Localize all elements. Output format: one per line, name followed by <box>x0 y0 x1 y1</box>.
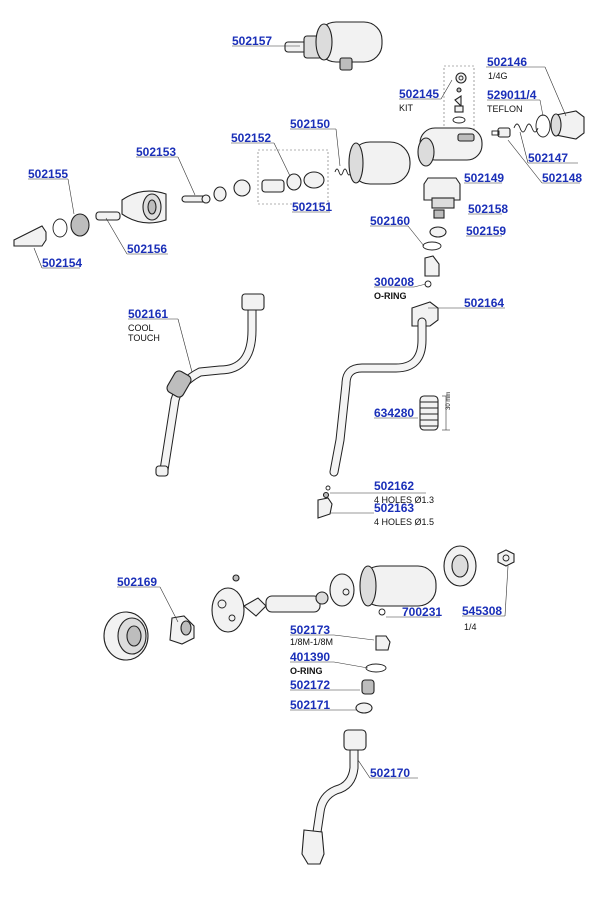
part-502151-drawing <box>257 149 329 205</box>
label-502151: 502151 <box>292 200 333 214</box>
part-502173-cylinder-drawing <box>359 565 437 607</box>
label-502153: 502153 <box>136 145 177 159</box>
label-502161: 502161 <box>128 307 169 321</box>
note-502146: 1/4G <box>488 71 508 81</box>
label-502145: 502145 <box>399 87 440 101</box>
part-502146-drawing <box>491 110 585 140</box>
label-502160: 502160 <box>370 214 411 228</box>
cool-touch-nut <box>241 293 265 311</box>
label-502156: 502156 <box>127 242 168 256</box>
bottom-steam-tube-inner <box>310 740 358 856</box>
label-502171: 502171 <box>290 698 331 712</box>
label-502155: 502155 <box>28 167 69 181</box>
bottom-tube-nut <box>343 729 367 751</box>
label-401390: 401390 <box>290 650 331 664</box>
note-502162: 4 HOLES Ø1.3 <box>374 495 435 505</box>
label-502158: 502158 <box>468 202 509 216</box>
dim-634280: 30 mm <box>446 391 452 410</box>
leader-lines <box>28 45 580 779</box>
label-502148: 502148 <box>542 171 583 185</box>
part-502153-drawing <box>181 179 251 204</box>
note-502145: KIT <box>399 103 414 113</box>
label-502163: 502163 <box>374 501 415 515</box>
label-502149: 502149 <box>464 171 505 185</box>
bottom-tube-tip <box>301 829 325 865</box>
part-502169-drawing <box>103 611 195 661</box>
lever-shaft-drawing <box>243 573 355 617</box>
note-300208: O-RING <box>374 291 407 301</box>
part-502173-fitting-drawing <box>355 608 391 714</box>
part-545308-drawing <box>443 545 515 587</box>
part-502155-drawing <box>13 190 167 247</box>
cool-touch-sleeve <box>166 370 192 398</box>
part-502150-drawing <box>334 127 483 185</box>
label-502164: 502164 <box>464 296 505 310</box>
label-502162: 502162 <box>374 479 415 493</box>
label-502172: 502172 <box>290 678 331 692</box>
flange-plate-drawing <box>211 574 245 633</box>
label-502169: 502169 <box>117 575 158 589</box>
part-502162-drawing <box>317 485 333 519</box>
label-529011: 529011/4 <box>487 88 537 102</box>
label-502173: 502173 <box>290 623 331 637</box>
note-529011: TEFLON <box>487 104 523 114</box>
label-502154: 502154 <box>42 256 83 270</box>
label-502170: 502170 <box>370 766 411 780</box>
cool-touch-tip <box>155 465 169 477</box>
note-502161-line1: COOL <box>128 323 154 333</box>
label-502150: 502150 <box>290 117 331 131</box>
label-700231: 700231 <box>402 605 443 619</box>
label-545308: 545308 <box>462 604 503 618</box>
part-502157-drawing <box>284 21 383 71</box>
note-502173: 1/8M-1/8M <box>290 637 334 647</box>
label-502159: 502159 <box>466 224 507 238</box>
note-502163: 4 HOLES Ø1.5 <box>374 517 435 527</box>
steam-tube-inner <box>330 318 426 476</box>
label-502147: 502147 <box>528 151 569 165</box>
label-502146: 502146 <box>487 55 528 69</box>
label-300208: 300208 <box>374 275 415 289</box>
label-634280: 634280 <box>374 406 415 420</box>
note-502161-line2: TOUCH <box>128 333 160 343</box>
label-502152: 502152 <box>231 131 272 145</box>
note-401390: O-RING <box>290 666 323 676</box>
part-502145-drawing <box>443 65 475 131</box>
note-545308: 1/4 <box>464 622 477 632</box>
part-634280-drawing <box>419 395 450 431</box>
part-502149-drawing <box>411 177 461 327</box>
label-502157: 502157 <box>232 34 273 48</box>
